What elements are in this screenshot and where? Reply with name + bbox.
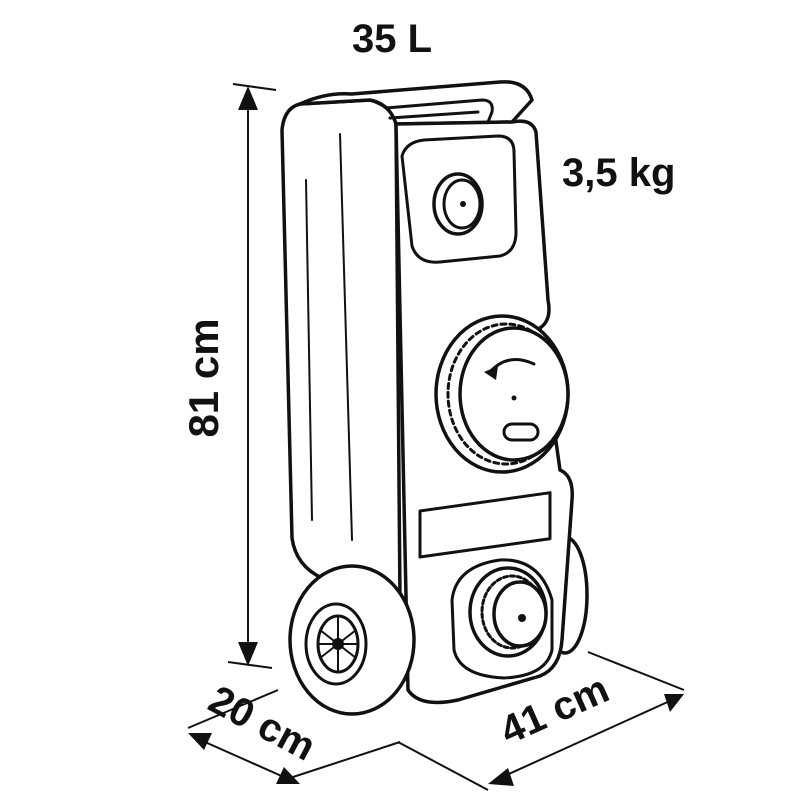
- front-wheel: [288, 564, 416, 716]
- upper-recess: [400, 134, 518, 264]
- depth-dimension-line: [187, 689, 401, 784]
- outlet-cap-icon: [450, 558, 554, 680]
- height-label: 81 cm: [180, 318, 227, 437]
- cap-grip: [502, 422, 540, 442]
- handle-icon: [384, 98, 494, 124]
- capacity-label: 35 L: [352, 17, 432, 61]
- label-plate: [418, 491, 552, 559]
- width-dimension-line: [397, 651, 685, 791]
- filler-cap-icon: [434, 314, 570, 474]
- depth-label: 20 cm: [202, 677, 323, 769]
- weight-label: 3,5 kg: [562, 151, 675, 195]
- vent-cap-icon: [432, 172, 484, 236]
- tank-illustration: [280, 80, 589, 716]
- height-dimension-line: [227, 83, 277, 669]
